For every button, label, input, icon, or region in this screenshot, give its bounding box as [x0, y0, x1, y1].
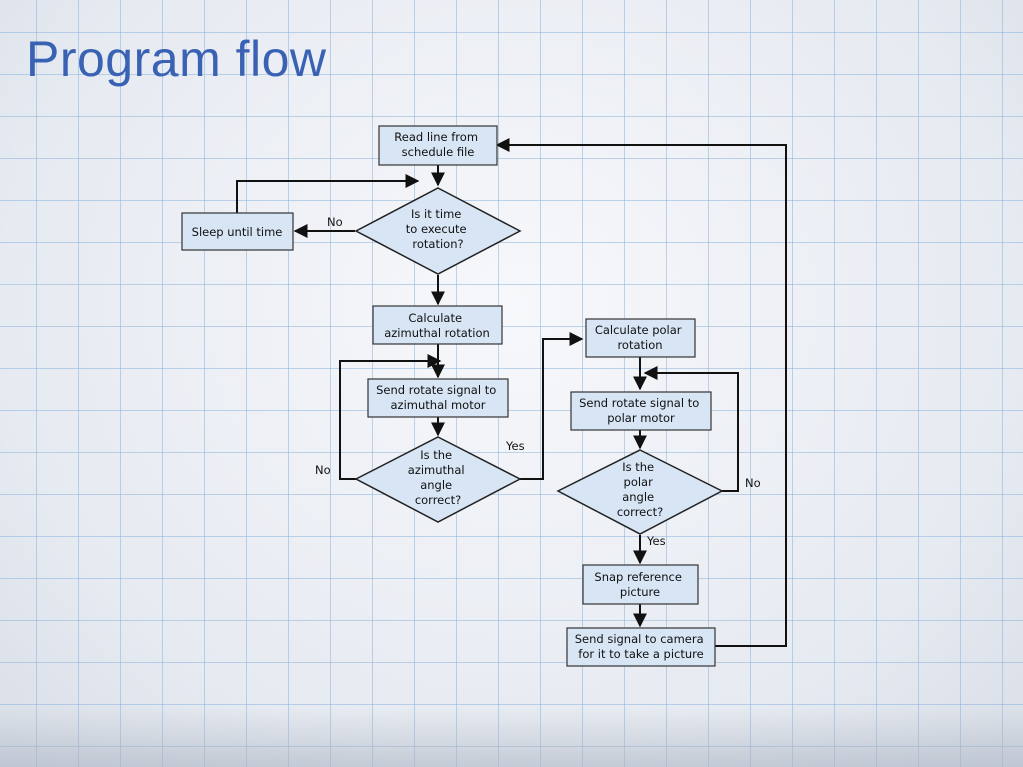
edge-camera-loop-to-read [495, 138, 787, 647]
node-calc-azimuthal-text-2: azimuthal rotation [384, 326, 490, 340]
decision-is-azimuthal-correct: Is the azimuthal angle correct? [354, 436, 522, 523]
node-snap-reference-text-2: picture [620, 585, 660, 599]
svg-text:Is the azimuthal a: Is the azimuthal angle correct? [408, 448, 468, 507]
node-calc-polar-text-2: rotation [617, 338, 662, 352]
decision-is-polar-text-4: correct? [617, 505, 663, 519]
node-send-azimuthal-text-1: Send rotate signal to [376, 383, 496, 397]
node-send-azimuthal-text-2: azimuthal motor [391, 398, 486, 412]
decision-is-time: Is it time to execute rotation? [354, 187, 522, 275]
decision-is-polar-text-1: Is the [622, 460, 654, 474]
edge-label-polar-no: No [745, 476, 761, 490]
node-calc-azimuthal-text-1: Calculate [408, 311, 462, 325]
node-calc-polar: Calculate polar rotation [585, 318, 696, 358]
page-curl-shadow [0, 707, 1023, 767]
decision-is-polar-text-2: polar [624, 475, 654, 489]
edge-label-polar-yes: Yes [646, 534, 666, 548]
svg-text:Calculate polar rotation: Calculate polar rotation [595, 323, 685, 352]
decision-is-time-text-2: to execute [406, 222, 467, 236]
node-calc-azimuthal: Calculate azimuthal rotation [372, 305, 503, 345]
node-read-line-text-2: schedule file [402, 145, 475, 159]
node-sleep-text-1: Sleep until time [192, 225, 283, 239]
page-title: Program flow [26, 31, 327, 87]
svg-text:Send signal to camera fo: Send signal to camera for it to take a p… [575, 632, 708, 661]
node-snap-reference: Snap reference picture [582, 564, 699, 605]
svg-text:Read line from schedule: Read line from schedule file [394, 130, 481, 159]
decision-is-time-text-3: rotation? [412, 237, 463, 251]
edge-polar-no-loop [643, 366, 739, 492]
svg-text:Snap reference picture: Snap reference picture [594, 570, 685, 599]
svg-text:Is it time to execute: Is it time to execute rotation? [406, 207, 470, 251]
decision-is-polar-correct: Is the polar angle correct? [556, 449, 724, 535]
node-sleep: Sleep until time [181, 212, 294, 251]
decision-is-azimuthal-text-2: azimuthal [408, 463, 465, 477]
node-send-camera-text-1: Send signal to camera [575, 632, 704, 646]
node-send-polar-text-1: Send rotate signal to [579, 396, 699, 410]
node-send-polar: Send rotate signal to polar motor [570, 391, 712, 431]
node-send-polar-text-2: polar motor [607, 411, 675, 425]
decision-is-azimuthal-text-1: Is the [420, 448, 452, 462]
svg-text:Send rotate signal to po: Send rotate signal to polar motor [579, 396, 703, 425]
edge-label-time-no: No [327, 215, 343, 229]
node-send-azimuthal: Send rotate signal to azimuthal motor [367, 378, 509, 418]
node-read-line-text-1: Read line from [394, 130, 478, 144]
edge-label-azimuthal-no: No [315, 463, 331, 477]
edge-azimuthal-no-loop [339, 354, 442, 480]
edge-azimuthal-yes-to-calcpolar [520, 332, 584, 480]
decision-is-azimuthal-text-4: correct? [415, 493, 461, 507]
decision-is-azimuthal-text-3: angle [420, 478, 452, 492]
decision-is-polar-text-3: angle [622, 490, 654, 504]
svg-text:Sleep until time: Sleep until time [192, 225, 283, 239]
edge-label-azimuthal-yes: Yes [505, 439, 525, 453]
decision-is-time-text-1: Is it time [411, 207, 461, 221]
svg-text:Calculate azimuthal rota: Calculate azimuthal rotation [384, 311, 490, 340]
flowchart-edges [236, 138, 787, 647]
node-snap-reference-text-1: Snap reference [594, 570, 682, 584]
node-send-camera-text-2: for it to take a picture [578, 647, 703, 661]
node-calc-polar-text-1: Calculate polar [595, 323, 682, 337]
node-read-line: Read line from schedule file [378, 125, 498, 166]
node-send-camera: Send signal to camera for it to take a p… [566, 627, 716, 667]
svg-text:Is the polar angle: Is the polar angle correct? [617, 460, 663, 519]
svg-text:Send rotate signal to az: Send rotate signal to azimuthal motor [376, 383, 500, 412]
edge-sleep-loop-back [236, 174, 420, 213]
